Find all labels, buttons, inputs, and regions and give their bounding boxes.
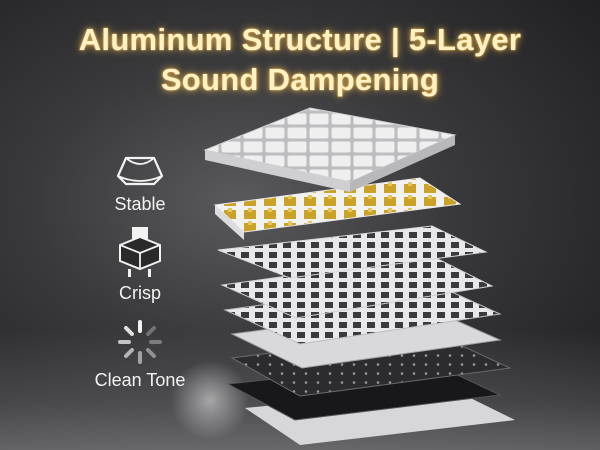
headline: Aluminum Structure | 5-Layer Sound Dampe… (0, 20, 600, 100)
headline-line-1: Aluminum Structure | 5-Layer (78, 22, 522, 57)
feature-crisp: Crisp (60, 225, 220, 304)
keycaps-front-edge (205, 150, 350, 192)
switch-plate-edge (215, 205, 244, 240)
switch-icon (119, 227, 161, 277)
feature-label: Clean Tone (94, 370, 186, 390)
switch-grid-layer (217, 225, 488, 279)
spinner-icon (118, 320, 162, 364)
light-glow (170, 360, 250, 440)
keycaps-side-edge (350, 135, 455, 192)
keycap-icon (116, 156, 164, 186)
keycaps-layer (203, 107, 457, 183)
headline-line-2: Sound Dampening (160, 62, 440, 97)
feature-clean-tone: Clean Tone (60, 318, 220, 391)
feature-label: Stable (114, 194, 166, 214)
feature-stable: Stable (60, 150, 220, 215)
feature-label: Crisp (118, 283, 161, 303)
